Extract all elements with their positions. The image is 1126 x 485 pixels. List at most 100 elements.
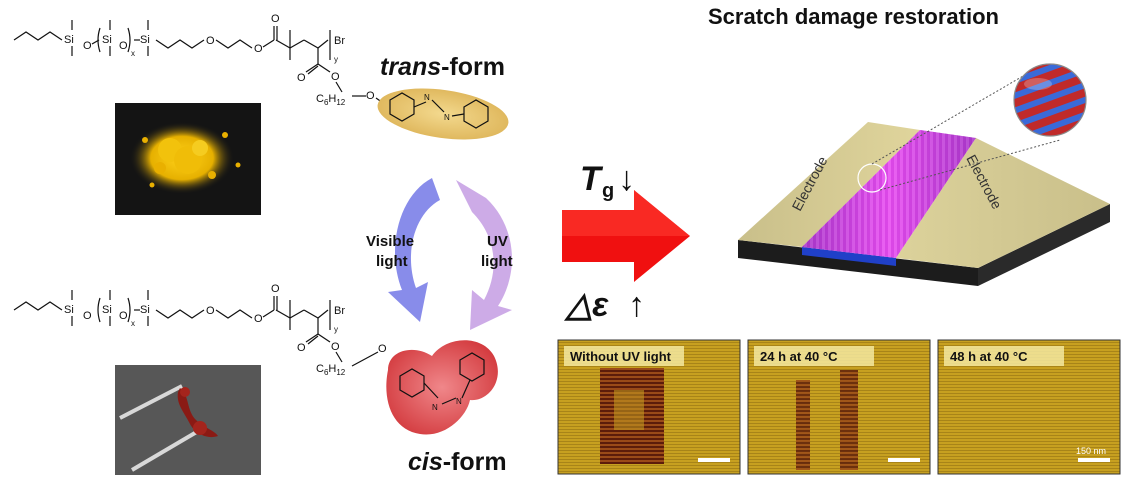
afm-scratch-region xyxy=(840,370,858,470)
afm-panel-label: Without UV light xyxy=(570,349,672,364)
ethyl-chain-bond xyxy=(215,309,253,319)
si-atom-label: Si xyxy=(64,304,74,316)
channel-glow xyxy=(802,130,976,258)
afm-panel: 48 h at 40 °C 150 nm xyxy=(937,339,1121,475)
afm-panel-label: 48 h at 40 °C xyxy=(950,349,1028,364)
trans-polymer-structure: Si O Si O x Si O O O Br y O xyxy=(13,13,391,109)
o-atom-label: O xyxy=(297,72,306,84)
carbonyl-bond xyxy=(305,333,319,343)
bond xyxy=(303,309,319,319)
si-atom-label: Si xyxy=(64,34,74,46)
butyl-chain-bond xyxy=(13,31,63,41)
up-arrow-icon: ↑ xyxy=(628,286,645,324)
o-atom-label: O xyxy=(254,313,263,325)
uv-light-label-line2: light xyxy=(481,253,513,270)
c6h12-label: C6H12 xyxy=(316,363,346,377)
br-atom-label: Br xyxy=(334,305,345,317)
dielectric-increase-label: △ε ↑ xyxy=(563,286,645,324)
trans-azobenzene-blob: N N xyxy=(377,88,509,140)
o-atom-label: O xyxy=(378,343,387,355)
device-substrate-front xyxy=(738,240,978,286)
zoom-sphere-icon xyxy=(1014,64,1086,136)
zoom-line xyxy=(871,71,1031,165)
repeat-y-label: y xyxy=(334,325,338,334)
tg-symbol: T xyxy=(580,160,604,198)
si-atom-label: Si xyxy=(102,304,112,316)
o-atom-label: O xyxy=(206,305,215,317)
bond xyxy=(317,309,329,319)
afm-label-bg xyxy=(564,346,684,366)
azo-bond xyxy=(423,382,439,399)
repeat-x-label: x xyxy=(131,319,135,328)
scale-bar xyxy=(698,458,730,462)
n-atom-label: N xyxy=(424,93,430,102)
down-arrow-icon: ↓ xyxy=(618,160,635,198)
afm-scratch-region xyxy=(796,380,810,470)
repeat-bracket-left xyxy=(97,27,101,53)
repeat-bracket-right xyxy=(127,27,131,53)
bond xyxy=(303,39,319,49)
benzene-ring xyxy=(463,99,489,129)
repeat-bracket-left xyxy=(97,297,101,323)
azo-double-bond xyxy=(441,397,457,405)
bond xyxy=(262,39,275,48)
o-atom-label: O xyxy=(83,310,92,322)
cis-azobenzene-blob: N N xyxy=(386,340,498,435)
o-atom-label: O xyxy=(331,71,340,83)
red-process-arrow xyxy=(562,190,690,282)
bond xyxy=(275,309,291,319)
yellow-powder-photo xyxy=(115,103,261,215)
o-atom-label: O xyxy=(119,310,128,322)
afm-label-bg xyxy=(944,346,1064,366)
o-atom-label: O xyxy=(271,283,280,295)
cis-form-label: cis-form xyxy=(408,448,507,476)
bond xyxy=(335,81,343,93)
device-substrate-side xyxy=(978,204,1110,286)
red-polymer-tweezers-photo xyxy=(115,365,261,475)
carbonyl-bond xyxy=(305,63,319,73)
scale-bar-label: 150 nm xyxy=(1076,446,1106,456)
propyl-chain-bond xyxy=(155,309,205,319)
repeat-bracket-right xyxy=(127,297,131,323)
afm-panel-label: 24 h at 40 °C xyxy=(760,349,838,364)
bond xyxy=(317,333,331,343)
visible-light-arrow xyxy=(388,178,440,322)
propyl-chain-bond xyxy=(155,39,205,49)
tg-subscript: g xyxy=(602,180,614,202)
benzene-ring xyxy=(459,352,485,382)
o-atom-label: O xyxy=(206,35,215,47)
c6h12-label: C6H12 xyxy=(316,93,346,107)
scale-bar xyxy=(1078,458,1110,462)
carbonyl-bond xyxy=(307,335,319,345)
zoom-sphere-highlight xyxy=(1024,78,1052,90)
device-illustration: Electrode Electrode xyxy=(738,63,1110,286)
si-atom-label: Si xyxy=(140,304,150,316)
right-electrode xyxy=(896,138,1110,268)
n-atom-label: N xyxy=(456,397,462,406)
visible-light-label-line1: Visible xyxy=(366,233,414,250)
bond xyxy=(289,39,305,49)
si-atom-label: Si xyxy=(140,34,150,46)
bond xyxy=(317,39,329,49)
o-atom-label: O xyxy=(366,90,375,102)
o-atom-label: O xyxy=(331,341,340,353)
carbonyl-bond xyxy=(307,65,319,75)
repeat-x-label: x xyxy=(131,49,135,58)
uv-light-arrow xyxy=(456,180,512,330)
azo-bond xyxy=(451,113,465,117)
bond xyxy=(275,39,291,49)
br-atom-label: Br xyxy=(334,35,345,47)
o-atom-label: O xyxy=(83,40,92,52)
azo-bond xyxy=(413,101,427,108)
n-atom-label: N xyxy=(444,113,450,122)
afm-panels: Without UV light 24 h at 40 °C 48 h at 40 … xyxy=(557,339,1121,475)
afm-panel: Without UV light xyxy=(557,339,741,475)
left-electrode xyxy=(738,122,920,247)
tg-decrease-label: T g ↓ xyxy=(580,160,635,202)
ethyl-chain-bond xyxy=(215,39,253,49)
scale-bar xyxy=(888,458,920,462)
afm-healed-spot xyxy=(614,390,644,430)
uv-light-label-line1: UV xyxy=(487,233,508,250)
repeat-y-label: y xyxy=(334,55,338,64)
